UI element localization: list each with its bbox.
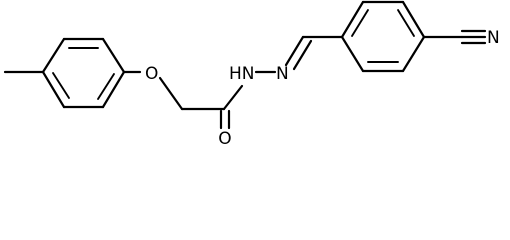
bond-aryl-top-left: [340, 0, 365, 39]
ether-oxygen-label: O: [145, 64, 158, 84]
tolyl-ring: [41, 37, 126, 109]
carbonyl-oxygen-label: O: [218, 129, 231, 149]
bond-oxygen-to-ch2: [158, 76, 184, 111]
bond-tolyl-top-left: [41, 37, 66, 74]
bond-tolyl-inner-right: [97, 73, 115, 100]
bond-aryl-top-right: [401, 0, 426, 39]
bond-tolyl-bottom-left: [41, 70, 66, 109]
nitrile-nitrogen-label: N: [487, 28, 500, 48]
bond-tolyl-inner-left: [52, 72, 70, 99]
bond-imine-double-2: [292, 39, 313, 71]
chemical-structure-diagram: O O HN N N: [3, 0, 500, 149]
bond-carbonyl-to-nh: [222, 84, 244, 111]
bond-aryl-inner-left: [351, 9, 369, 37]
bond-aryl-bottom-right: [401, 35, 426, 73]
hydrazide-nh-label: HN: [229, 64, 255, 84]
cyanophenyl-ring: [340, 0, 426, 73]
bond-imine-double-1: [284, 35, 305, 67]
imine-nitrogen-label: N: [276, 64, 289, 84]
bond-aryl-bottom-left: [340, 35, 365, 73]
structure-canvas: O O HN N N: [3, 0, 500, 149]
bond-tolyl-top-right: [101, 37, 126, 74]
bond-aryl-inner-right: [397, 9, 415, 37]
bond-tolyl-bottom-right: [101, 70, 126, 109]
